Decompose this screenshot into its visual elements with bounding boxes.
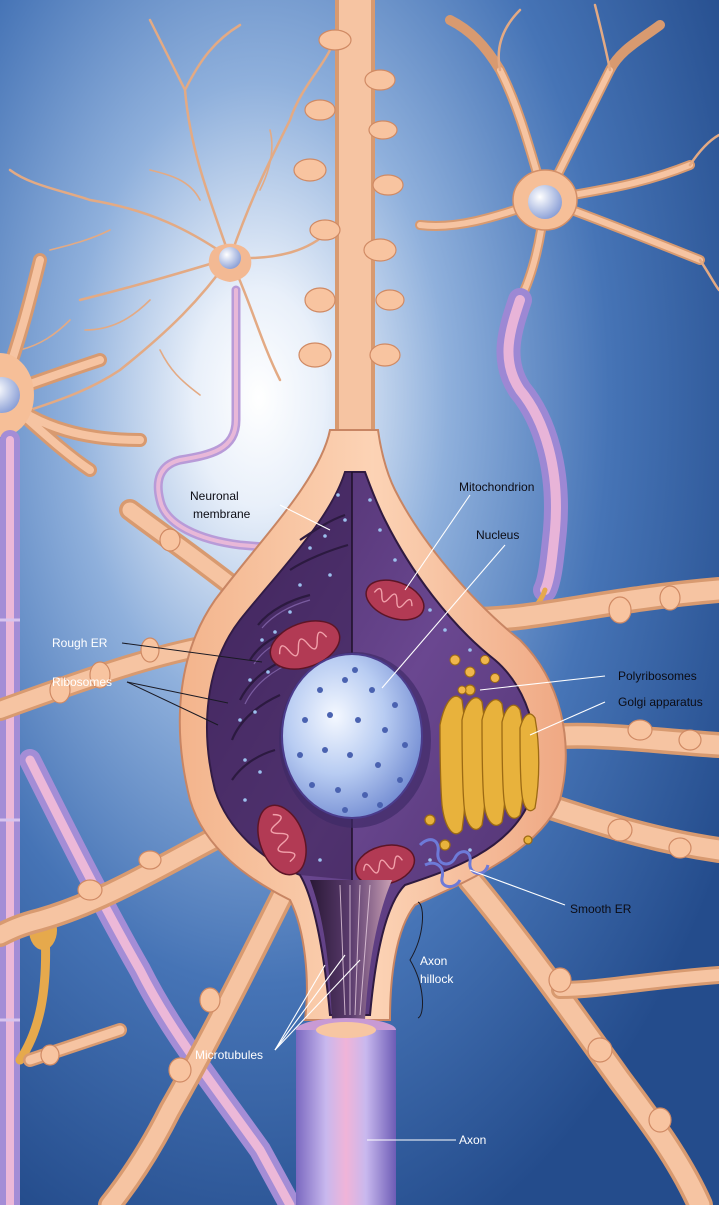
label-ribosomes: Ribosomes (52, 675, 112, 689)
small-nucleus-right (528, 185, 562, 219)
label-axon-hillock-2: hillock (420, 972, 454, 986)
label-neuronal-membrane-2: membrane (193, 507, 251, 521)
label-axon-hillock-1: Axon (420, 954, 447, 968)
small-nucleus-left (219, 247, 241, 269)
label-smooth-er: Smooth ER (570, 902, 632, 916)
label-mitochondrion: Mitochondrion (459, 480, 534, 494)
axon (296, 1018, 396, 1205)
label-polyribosomes: Polyribosomes (618, 669, 697, 683)
label-axon: Axon (459, 1133, 486, 1147)
label-neuronal-membrane-1: Neuronal (190, 489, 239, 503)
nucleus (279, 652, 431, 828)
label-microtubules: Microtubules (195, 1048, 263, 1062)
label-golgi-apparatus: Golgi apparatus (618, 695, 703, 709)
label-rough-er: Rough ER (52, 636, 108, 650)
label-nucleus: Nucleus (476, 528, 519, 542)
